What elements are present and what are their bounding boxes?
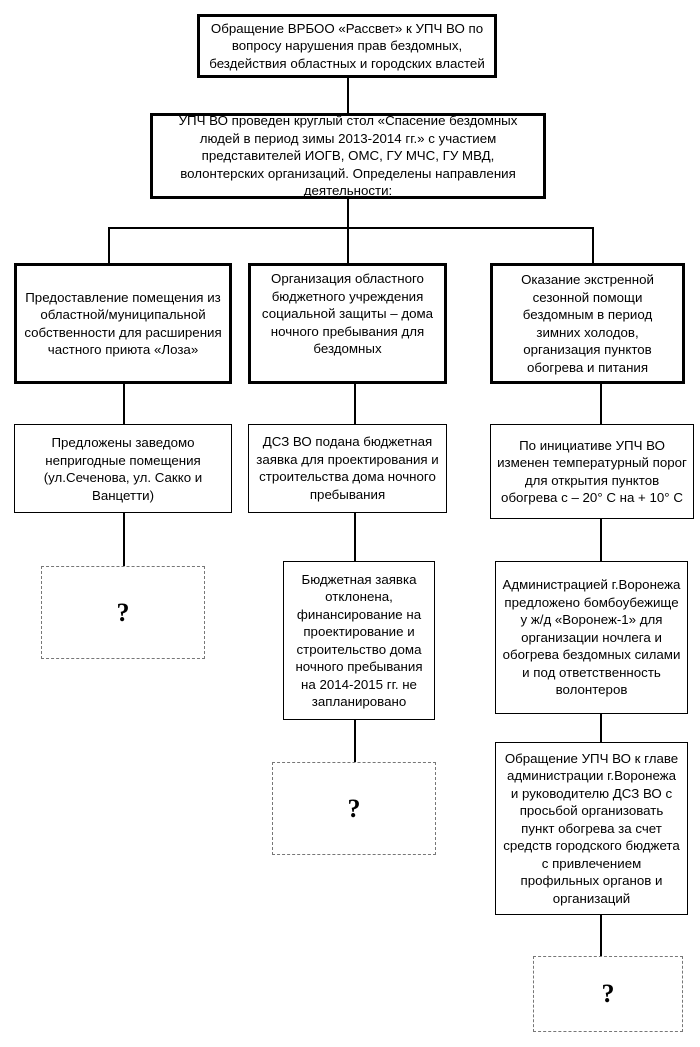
connector-bus-to-branch-1 [108,227,110,264]
branch-2-outcome-text: ? [347,793,361,823]
branch-2-step-1-box: ДСЗ ВО подана бюджетная заявка для проек… [248,424,447,513]
branch-3-step-2-box: Администрацией г.Воронежа предложено бом… [495,561,688,714]
branch-3-outcome-box: ? [533,956,683,1032]
branch-1-direction-box: Предоставление помещения из областной/му… [14,263,232,384]
connector-branch-2-step-2-to-outcome [354,719,356,763]
connector-branch-2-to-step-1 [354,383,356,425]
branch-2-step-2-box: Бюджетная заявка отклонена, финансирован… [283,561,435,720]
connector-branch-3-step-1-to-step-2 [600,518,602,562]
connector-bus-to-branch-3 [592,227,594,264]
branch-2-direction-box: Организация областного бюджетного учрежд… [248,263,447,384]
branch-2-direction-text: Организация областного бюджетного учрежд… [261,271,434,356]
connector-branch-2-step-1-to-step-2 [354,512,356,562]
root-text: Обращение ВРБОО «Рассвет» к УПЧ ВО по во… [209,20,485,71]
branch-3-step-1-text: По инициативе УПЧ ВО изменен температурн… [497,437,687,506]
branch-1-direction-text: Предоставление помещения из областной/му… [24,289,222,358]
branch-1-outcome-box: ? [41,566,205,659]
root-box: Обращение ВРБОО «Рассвет» к УПЧ ВО по во… [197,14,497,78]
branch-3-step-3-box: Обращение УПЧ ВО к главе администрации г… [495,742,688,915]
round-table-text: УПЧ ВО проведен круглый стол «Спасение б… [178,113,518,199]
branch-3-step-1-box: По инициативе УПЧ ВО изменен температурн… [490,424,694,519]
connector-branch-3-to-step-1 [600,383,602,425]
branch-3-step-3-text: Обращение УПЧ ВО к главе администрации г… [503,750,680,906]
branch-2-step-2-text: Бюджетная заявка отклонена, финансирован… [295,571,423,710]
branch-2-outcome-box: ? [272,762,436,855]
branch-1-step-1-text: Предложены заведомо непригодные помещени… [43,435,203,503]
branch-3-direction-box: Оказание экстренной сезонной помощи безд… [490,263,685,384]
branch-1-outcome-text: ? [116,597,130,627]
connector-horizontal-bus [108,227,593,229]
connector-branch-1-step-1-to-outcome [123,512,125,567]
connector-branch-1-to-step-1 [123,383,125,425]
branch-1-step-1-box: Предложены заведомо непригодные помещени… [14,424,232,513]
round-table-box: УПЧ ВО проведен круглый стол «Спасение б… [150,113,546,199]
branch-3-outcome-text: ? [601,979,615,1009]
connector-branch-3-step-3-to-outcome [600,914,602,957]
connector-root-to-round-table [347,77,349,114]
branch-3-step-2-text: Администрацией г.Воронежа предложено бом… [502,577,681,698]
connector-bus-to-branch-2 [347,227,349,264]
branch-3-direction-text: Оказание экстренной сезонной помощи безд… [521,272,654,375]
branch-2-step-1-text: ДСЗ ВО подана бюджетная заявка для проек… [256,434,439,502]
connector-branch-3-step-2-to-step-3 [600,713,602,743]
connector-round-table-down [347,198,349,228]
